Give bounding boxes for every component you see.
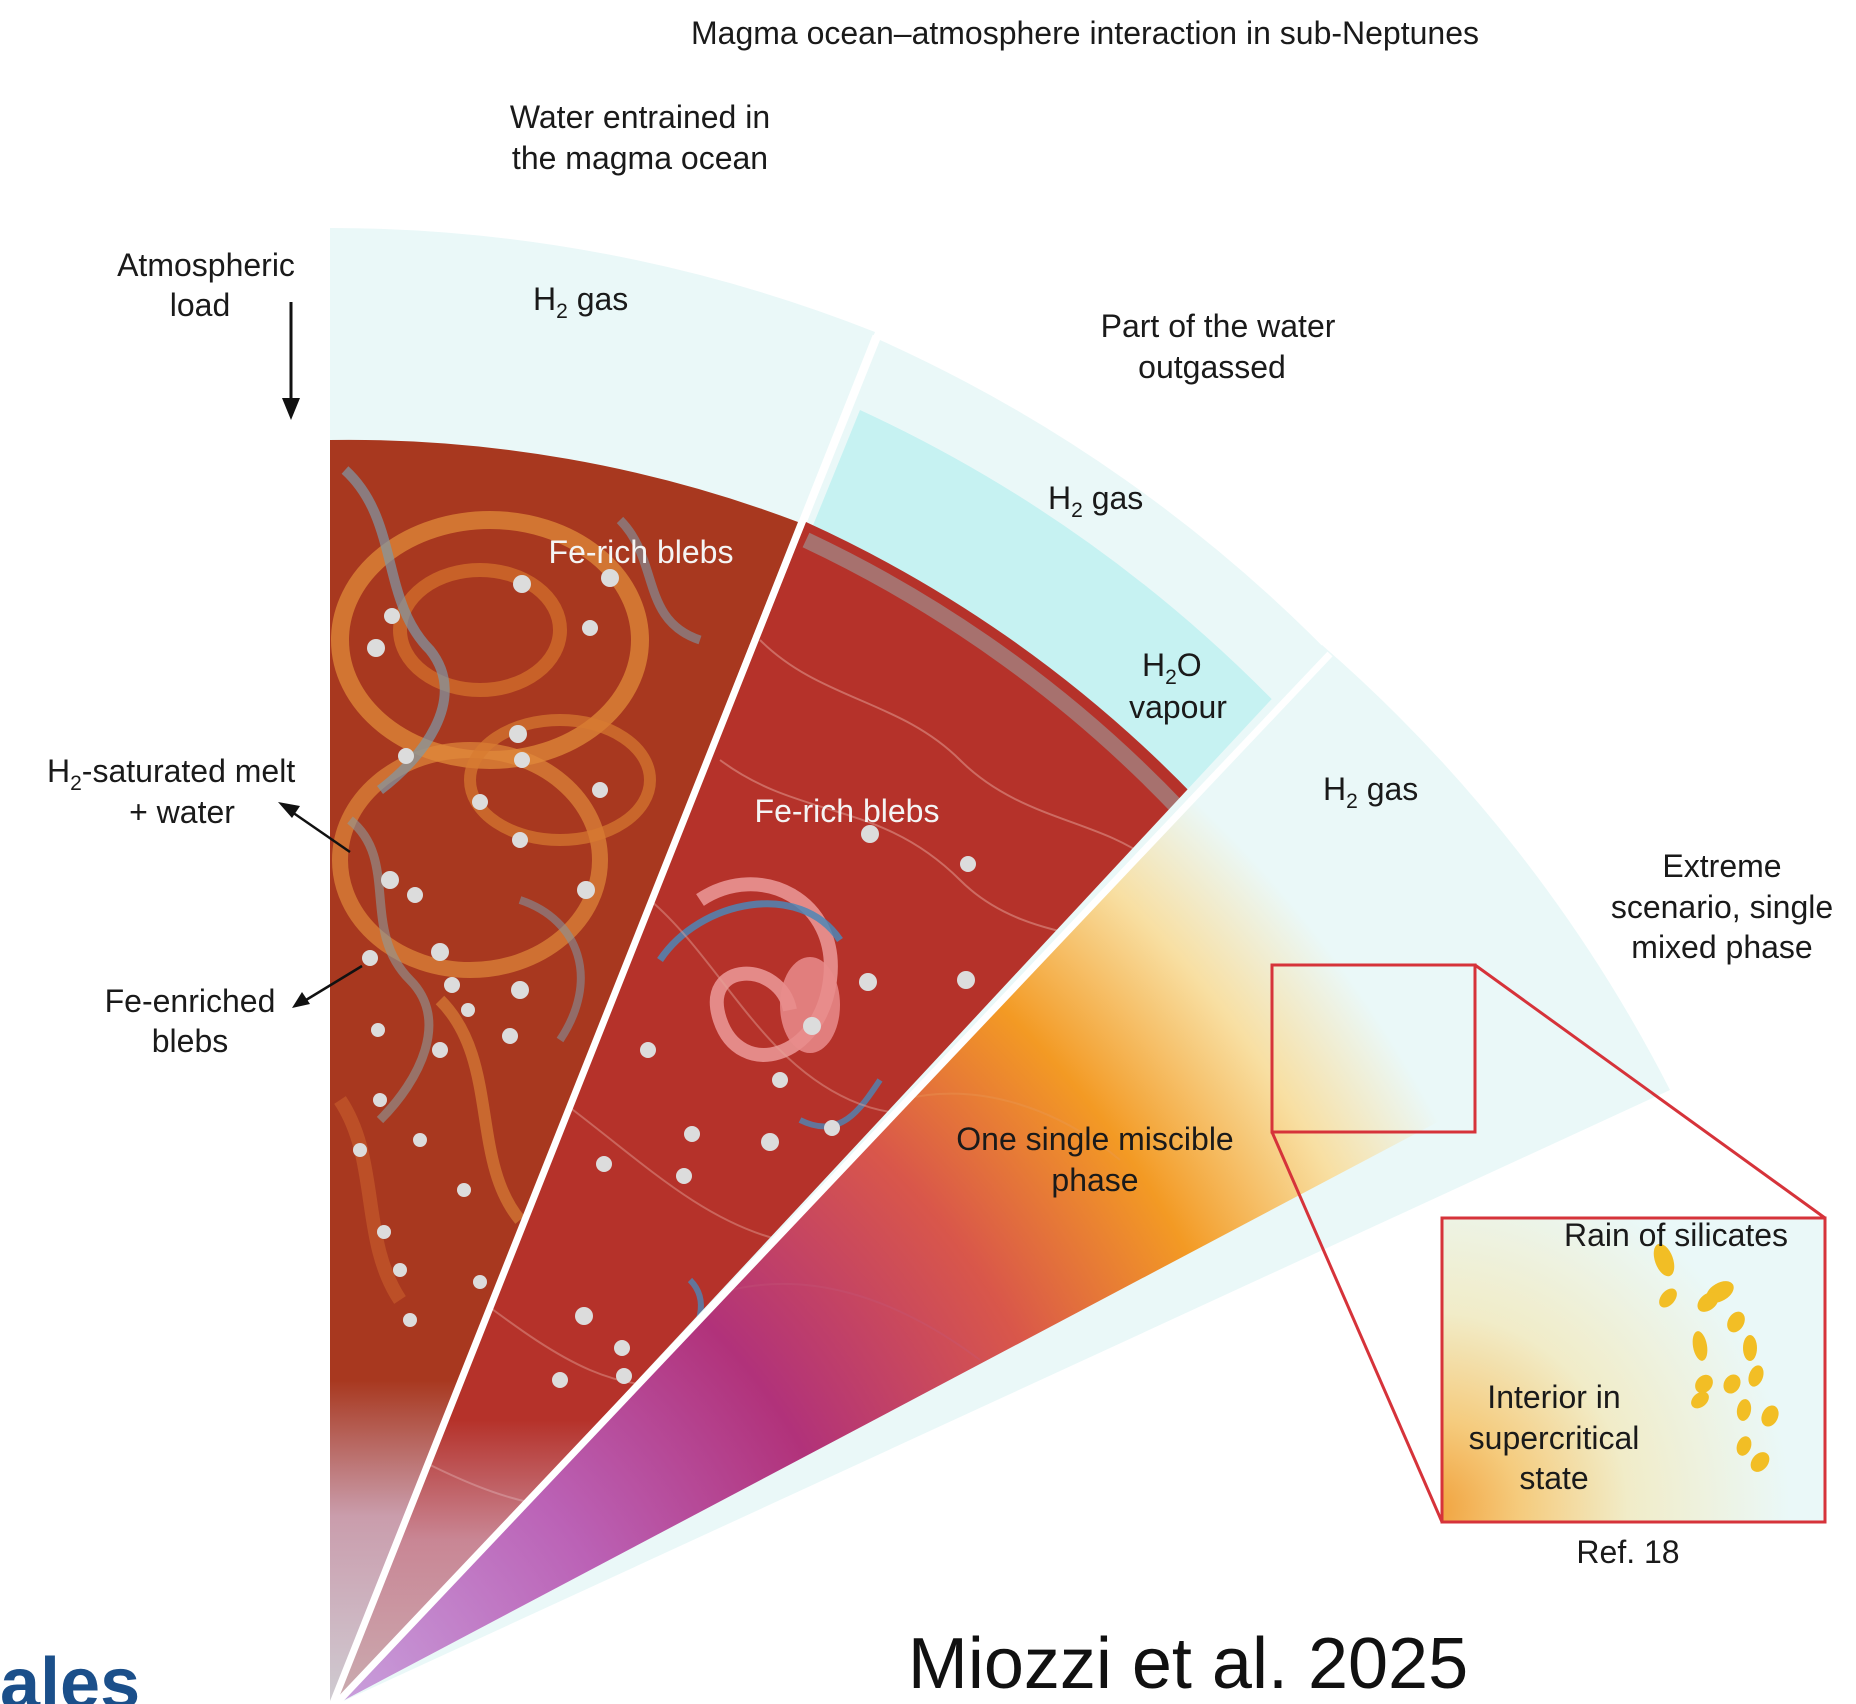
h2o-vapour-label-1: H2O: [1142, 647, 1202, 689]
h2o-vapour-label-2: vapour: [1129, 689, 1227, 725]
wedge-b-fe-blebs: [552, 825, 976, 1388]
inset-rain-label: Rain of silicates: [1564, 1217, 1788, 1253]
zoom-indicator: [1270, 963, 1826, 1523]
fe-enriched-blebs-arrow: [292, 964, 363, 1008]
wedge-a-fe-rich-blebs-label: Fe-rich blebs: [549, 534, 734, 570]
miscible-phase-label-1: One single miscible: [956, 1121, 1233, 1157]
fe-enriched-blebs-label-2: blebs: [152, 1023, 229, 1059]
h2-saturated-melt-arrow: [278, 802, 351, 854]
wedge-b-fe-rich-blebs-label: Fe-rich blebs: [755, 793, 940, 829]
reference-label: Ref. 18: [1576, 1534, 1679, 1570]
wedge-a-h2-gas-label: H2 gas: [533, 281, 628, 323]
water-entrained-label-2: the magma ocean: [512, 140, 768, 176]
diagram-title: Magma ocean–atmosphere interaction in su…: [691, 15, 1479, 51]
wedge-c-texture: [699, 1092, 1121, 1361]
atmospheric-load-arrow: [282, 302, 300, 420]
inset-panel: Rain of silicates Interior in supercriti…: [1440, 1216, 1827, 1524]
extreme-scenario-label-3: mixed phase: [1631, 929, 1812, 965]
citation: Miozzi et al. 2025: [908, 1624, 1468, 1704]
wedge-a-fe-blebs: [353, 569, 619, 1327]
logo-fragment: ales: [0, 1644, 140, 1704]
wedge-c-h2-gas-label: H2 gas: [1323, 771, 1418, 813]
zoom-source-box: [1270, 963, 1477, 1134]
wedge-c-miscible-gradient: [335, 798, 1468, 1704]
silicate-rain-drops: [1653, 1243, 1779, 1472]
plus-water-label: + water: [129, 794, 235, 830]
miscible-phase-label-2: phase: [1051, 1162, 1138, 1198]
wedge-single-mixed-phase: [335, 645, 1670, 1704]
part-water-outgassed-label-1: Part of the water: [1101, 308, 1336, 344]
water-entrained-label-1: Water entrained in: [510, 99, 770, 135]
part-water-outgassed-label-2: outgassed: [1138, 349, 1286, 385]
extreme-scenario-label-1: Extreme: [1662, 848, 1781, 884]
wedge-b-h2-gas-label: H2 gas: [1048, 480, 1143, 522]
zoom-connector-top: [1474, 963, 1826, 1220]
wedge-b-melt: [332, 522, 1196, 1704]
h2-saturated-melt-label: H2-saturated melt: [47, 753, 295, 795]
inset-interior-label-2: supercritical: [1469, 1420, 1640, 1456]
wedge-separators: [328, 334, 1333, 1704]
atmospheric-load-label-1: Atmospheric: [117, 247, 295, 283]
inset-interior-label-1: Interior in: [1487, 1379, 1620, 1415]
atmospheric-load-label-2: load: [170, 287, 231, 323]
zoom-connector-bottom: [1270, 1131, 1444, 1523]
extreme-scenario-label-2: scenario, single: [1611, 889, 1833, 925]
inset-interior-label-3: state: [1519, 1460, 1588, 1496]
fe-enriched-blebs-label-1: Fe-enriched: [105, 983, 276, 1019]
inset-frame: [1440, 1216, 1827, 1524]
